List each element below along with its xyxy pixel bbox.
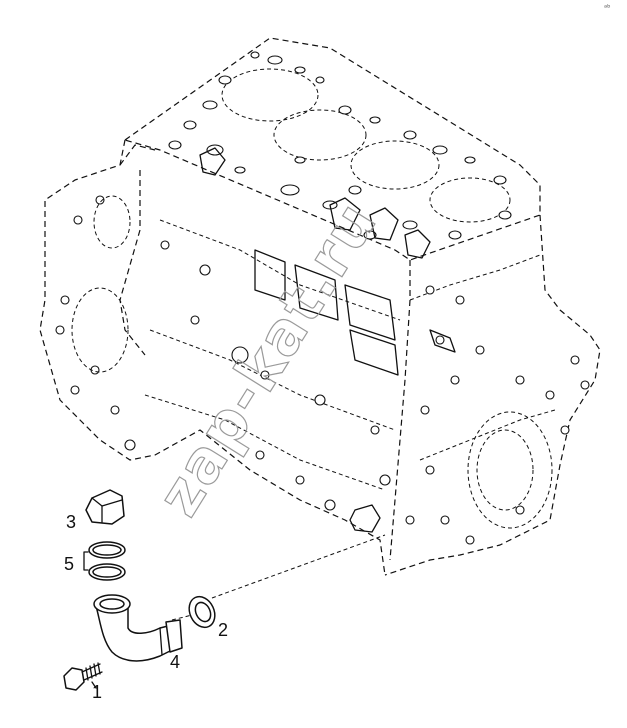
o-rings-part xyxy=(83,541,126,581)
engine-block xyxy=(39,37,601,576)
leader-line-seal xyxy=(211,534,386,599)
callout-label-3: 3 xyxy=(66,512,76,532)
elbow-pipe-part xyxy=(93,594,183,662)
callout-leader-1 xyxy=(91,681,97,689)
screw-part xyxy=(63,662,103,691)
callout-label-5: 5 xyxy=(64,554,74,574)
corner-mark: ᵃᵇ xyxy=(604,3,611,12)
callout-label-2: 2 xyxy=(218,620,228,640)
callout-label-4: 4 xyxy=(170,652,180,672)
seal-ring-part xyxy=(188,595,216,629)
callout-label-1: 1 xyxy=(92,682,102,702)
cap-part xyxy=(85,489,125,525)
watermark-text: zap-kat.ru xyxy=(144,190,390,528)
